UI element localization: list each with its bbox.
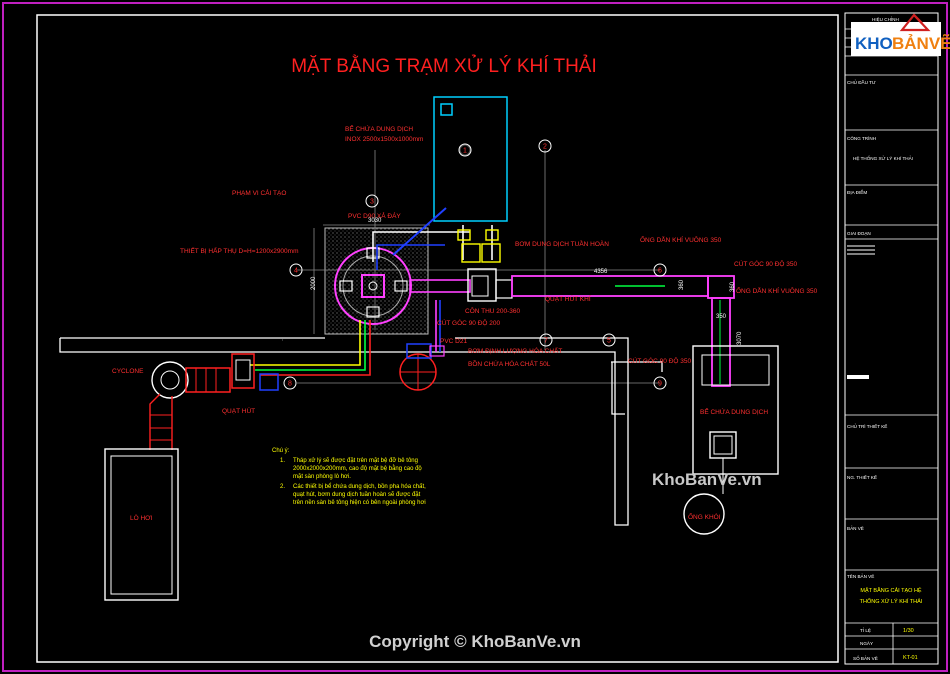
grid-marker: 1 (458, 143, 472, 157)
label-pvc-d21: PVC D21 (440, 338, 467, 345)
tb-so-ban-ve-value: KT-01 (903, 655, 918, 661)
tb-cong-trinh-value: HỆ THỐNG XỬ LÝ KHÍ THẢI (853, 154, 913, 161)
grid-marker: 5 (602, 333, 616, 347)
label-cut-goc-2: CÚT GÓC 90 ĐỘ 200 (437, 318, 500, 327)
grid-marker-label: 6 (658, 268, 662, 275)
note-1-line-1: Tháp xử lý sẽ được đặt trên mặt bệ đỡ bê… (293, 457, 418, 464)
chimney (683, 493, 725, 535)
label-cut-goc-1: CÚT GÓC 90 ĐỘ 350 (734, 259, 797, 268)
tb-ten-ban-ve: TÊN BẢN VẼ (847, 572, 874, 579)
grid-marker: 8 (283, 376, 297, 390)
dim-350: 350 (716, 314, 727, 320)
note-2-line-1: Các thiết bị bể chứa dung dịch, bồn pha … (293, 483, 426, 490)
tb-drawing-name-1: MẶT BẰNG CẢI TẠO HỆ (860, 586, 922, 594)
note-2-line-2: quạt hút, bơm dung dịch tuần hoàn sẽ đượ… (293, 492, 421, 498)
tb-giai-doan: GIAI ĐOẠN (847, 231, 871, 236)
grid-marker-label: 9 (658, 381, 662, 388)
label-bon-chua: BỒN CHỨA HÓA CHẤT 50L (468, 358, 551, 368)
grid-markers: 1 2 3 4 5 6 7 8 9 (283, 139, 667, 390)
tb-chu-dau-tu: CHỦ ĐẦU TƯ (847, 79, 876, 85)
tb-cong-trinh: CÔNG TRÌNH (847, 135, 876, 141)
label-pham-vi: PHẠM VI CẢI TẠO (232, 188, 286, 197)
right-solution-tank (692, 345, 779, 494)
logo-text: KHO (855, 34, 893, 53)
dim-360b: 360 (730, 281, 736, 292)
note-2-num: 2. (280, 484, 285, 490)
note-1-line-2: 2000x2000x200mm, cao độ mặt bệ bằng cao … (293, 465, 422, 472)
label-bom-dinh-luong: BƠM ĐỊNH LƯỢNG HÓA CHẤT (468, 345, 562, 355)
note-1-line-3: mặt sàn phòng lò hơi. (293, 474, 351, 480)
chemical-dosing (399, 343, 445, 391)
grid-marker: 2 (538, 139, 552, 153)
label-be-chua-right: BỂ CHỨA DUNG DỊCH (700, 407, 768, 416)
note-2-line-3: trên nền sàn bê tông hiện có bên ngoài p… (293, 500, 426, 506)
tb-ti-le: TỈ LỆ (860, 626, 871, 633)
grid-marker-label: 3 (370, 199, 374, 206)
grid-marker: 3 (365, 194, 379, 208)
watermark: KhoBanVe.vn (652, 470, 762, 489)
dim-360a: 360 (679, 279, 685, 290)
tb-dia-diem: ĐỊA ĐIỂM (847, 189, 867, 195)
tb-chu-tri: CHỦ TRÌ THIẾT KẾ (847, 423, 887, 429)
exhaust-fan (231, 353, 279, 391)
label-quat-hut: QUẠT HÚT (222, 406, 255, 415)
tb-ti-le-value: 1/30 (903, 628, 914, 634)
tb-ban-ve: BẢN VẼ (847, 525, 864, 531)
label-pvc-xa-day: PVC D90 XẢ ĐÁY (348, 211, 401, 220)
tb-ngay: NGÀY (860, 640, 873, 646)
label-ong-dan-1: ỐNG DẪN KHÍ VUÔNG 350 (640, 234, 722, 244)
tb-drawing-name-2: THỐNG XỬ LÝ KHÍ THẢI (860, 598, 923, 605)
logo: KHO BẢNVẼ (851, 13, 950, 56)
circulation-pumps (457, 229, 501, 263)
dim-3030: 3030 (368, 218, 382, 224)
tank-hatch (440, 103, 453, 116)
dim-2000: 2000 (311, 276, 317, 290)
title-block-border (844, 12, 939, 665)
label-bom-tuan-hoan: BƠM DUNG DỊCH TUẦN HOÀN (515, 238, 609, 248)
grid-marker-label: 5 (607, 338, 611, 345)
tb-so-ban-ve: SỐ BẢN VẼ (853, 655, 878, 661)
dim-4356: 4356 (594, 269, 608, 275)
top-solution-tank (433, 96, 508, 222)
label-tank-top-1: BỂ CHỨA DUNG DỊCH (345, 124, 413, 133)
grid-marker-label: 7 (544, 338, 548, 345)
label-cyclone: CYCLONE (112, 368, 144, 375)
label-tank-top-2: INOX 2500x1500x1000mm (345, 136, 423, 143)
label-con-thu: CÔN THU 200-360 (465, 306, 521, 315)
grid-marker: 7 (539, 333, 553, 347)
note-1-num: 1. (280, 458, 285, 464)
grid-marker-label: 8 (288, 381, 292, 388)
grid-marker: 4 (289, 263, 303, 277)
boiler (104, 448, 179, 601)
building-wall (59, 337, 663, 526)
label-thiet-bi: THIẾT BỊ HẤP THỤ D=H=1200x2900mm (180, 245, 299, 255)
label-ong-dan-2: ỐNG DẪN KHÍ VUÔNG 350 (736, 285, 818, 295)
tb-thiet-ke: NG. THIẾT KẾ (847, 474, 877, 480)
label-lo-hoi: LÒ HƠI (130, 513, 153, 522)
label-quat-hut-khi: QUẠT HÚT KHÍ (545, 294, 591, 303)
grid-marker-label: 2 (543, 144, 547, 151)
cyclone (149, 361, 231, 450)
grid-marker-label: 1 (463, 148, 467, 155)
logo-text-2: BẢNVẼ (892, 33, 950, 53)
drawing-title: MẶT BẰNG TRẠM XỬ LÝ KHÍ THẢI (291, 55, 597, 77)
notes-heading: Chú ý: (272, 448, 290, 454)
copyright-text: Copyright © KhoBanVe.vn (369, 632, 581, 651)
grid-marker: 6 (653, 263, 667, 277)
label-cut-goc-3: CÚT GÓC 90 ĐỘ 350 (628, 356, 691, 365)
grid-marker: 9 (653, 376, 667, 390)
grid-marker-label: 4 (294, 268, 298, 275)
label-ong-khoi: ỐNG KHÓI (688, 511, 721, 521)
air-duct (409, 268, 735, 387)
dim-3070: 3070 (737, 331, 743, 345)
drawing-border (36, 14, 839, 663)
tb-header: HIỆU CHỈNH (872, 15, 899, 22)
